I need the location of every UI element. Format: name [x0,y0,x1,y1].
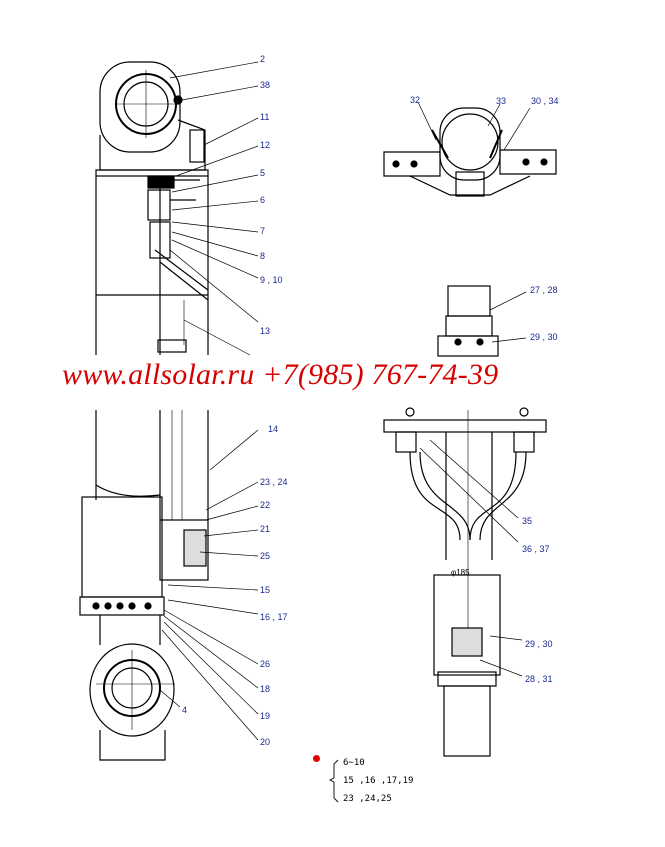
callout-7: 7 [260,226,266,236]
note-line-1: 6∼10 [343,758,365,768]
cylinder-top-view [95,61,209,355]
callout-25: 25 [260,551,271,561]
callout-29-30-top: 29 , 30 [530,332,558,342]
callout-20: 20 [260,737,271,747]
callout-35: 35 [522,516,533,526]
pipe-assembly-view [383,407,547,757]
callout-12: 12 [260,140,271,150]
callout-23-24: 23 , 24 [260,477,288,487]
callout-22: 22 [260,500,271,510]
note-line-2: 15 ,16 ,17,19 [343,776,414,786]
callout-11: 11 [260,112,270,122]
callout-18: 18 [260,684,271,694]
callout-29-30-bottom: 29 , 30 [525,639,553,649]
callout-30-34: 30 , 34 [531,96,559,106]
callout-5: 5 [260,168,266,178]
diameter-dimension: φ185 [451,568,470,577]
note-bracket [328,759,339,803]
note-line-3: 23 ,24,25 [343,794,392,804]
callout-6: 6 [260,195,266,205]
end-view [383,107,557,197]
callout-4: 4 [182,705,188,715]
marker-dot [313,755,320,762]
callout-16-17: 16 , 17 [260,612,288,622]
valve-block-view [437,285,499,357]
callout-14: 14 [268,424,279,434]
callout-28-31: 28 , 31 [525,674,553,684]
watermark-text: www.allsolar.ru +7(985) 767-74-39 [62,358,499,391]
callout-38: 38 [260,80,271,90]
callout-33: 33 [496,96,507,106]
callout-9-10: 9 , 10 [260,275,283,285]
callout-13: 13 [260,326,271,336]
callout-8: 8 [260,251,266,261]
callout-26: 26 [260,659,271,669]
callout-21: 21 [260,524,271,534]
cylinder-bottom-view [79,410,209,761]
callout-36-37: 36 , 37 [522,544,550,554]
leader-lines [159,61,531,741]
callout-15: 15 [260,585,271,595]
callout-32: 32 [410,95,421,105]
callout-19: 19 [260,711,271,721]
callout-2: 2 [260,54,266,64]
callout-27-28: 27 , 28 [530,285,558,295]
